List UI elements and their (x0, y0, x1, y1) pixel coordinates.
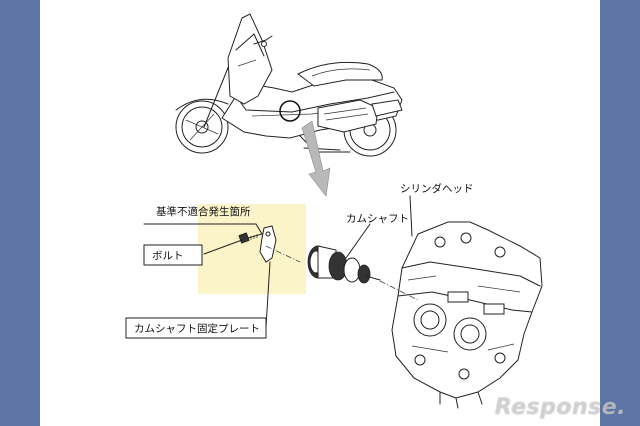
camshaft-illustration (307, 245, 381, 284)
cylinder-head-label: シリンダヘッド (400, 182, 474, 195)
response-watermark: Response. (494, 395, 626, 420)
bolt-label: ボルト (152, 250, 184, 262)
assembly-center-line (265, 245, 419, 301)
leader-camshaft (345, 223, 371, 259)
leader-cylinder-head (409, 195, 413, 237)
leader-defect-location (143, 223, 263, 235)
cylinder-head-illustration (391, 221, 543, 409)
camshaft-label: カムシャフト (346, 213, 409, 225)
camshaft-plate-illustration (259, 225, 277, 263)
defect-highlight-area (198, 204, 306, 294)
zoom-arrow (301, 120, 331, 197)
camshaft-plate-label: カムシャフト固定プレート (134, 322, 260, 335)
leader-bolt (203, 239, 243, 255)
scooter-illustration (175, 13, 403, 157)
defect-location-label: 基準不適合発生箇所 (156, 205, 251, 218)
leader-camshaft-plate (265, 261, 271, 328)
